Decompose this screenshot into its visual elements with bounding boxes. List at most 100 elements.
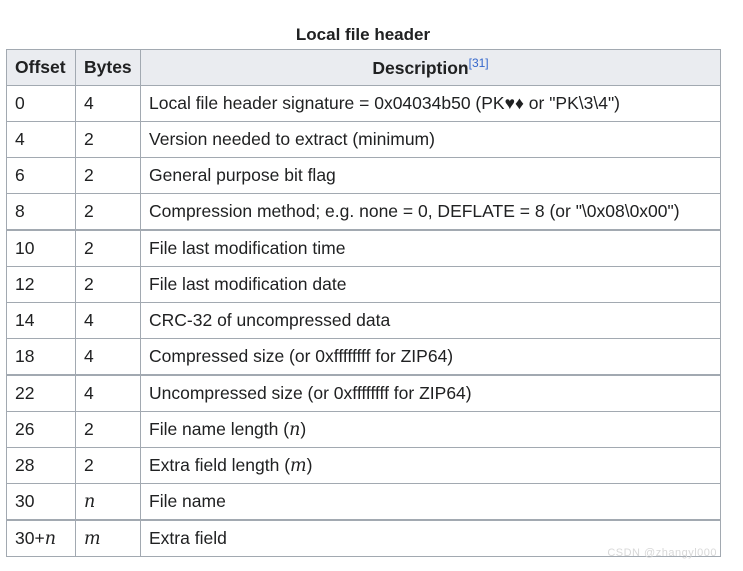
description-suffix: ) xyxy=(306,455,313,475)
offset-value: 12 xyxy=(15,274,35,294)
description-text: Compressed size (or 0xffffffff for ZIP64… xyxy=(149,346,454,366)
bytes-cell: 2 xyxy=(75,193,141,231)
table-row: 0 4 Local file header signature = 0x04034b… xyxy=(6,85,721,122)
bytes-cell: 2 xyxy=(75,447,141,484)
table-row: 26 2 File name length (n) xyxy=(6,411,721,448)
watermark: CSDN @zhangyl000 xyxy=(607,547,717,559)
offset-cell: 30+n xyxy=(6,519,76,557)
table-header-row: Offset Bytes Description[31] xyxy=(6,49,721,86)
description-cell: Extra field length (m) xyxy=(140,447,721,484)
offset-value: 10 xyxy=(15,238,35,258)
description-cell: File last modification date xyxy=(140,266,721,303)
table-row: 28 2 Extra field length (m) xyxy=(6,447,721,484)
description-text: Uncompressed size (or 0xffffffff for ZIP… xyxy=(149,383,472,403)
table-row: 4 2 Version needed to extract (minimum) xyxy=(6,121,721,158)
table-row: 12 2 File last modification date xyxy=(6,266,721,303)
bytes-value: 2 xyxy=(84,455,94,475)
bytes-cell: 2 xyxy=(75,266,141,303)
description-text: Compression method; e.g. none = 0, DEFLA… xyxy=(149,201,680,221)
description-cell: Local file header signature = 0x04034b50… xyxy=(140,85,721,122)
bytes-cell: m xyxy=(75,519,141,557)
bytes-value: 4 xyxy=(84,383,94,403)
bytes-cell: 4 xyxy=(75,338,141,376)
bytes-cell: n xyxy=(75,483,141,521)
description-cell: File last modification time xyxy=(140,229,721,267)
bytes-value: 4 xyxy=(84,346,94,366)
header-offset: Offset xyxy=(6,49,76,86)
math-variable: n xyxy=(84,492,96,512)
description-text: CRC-32 of uncompressed data xyxy=(149,310,391,330)
math-variable: n xyxy=(44,529,56,549)
offset-value: 30 xyxy=(15,491,35,511)
offset-value: 22 xyxy=(15,383,35,403)
description-text: Extra field length ( xyxy=(149,455,291,475)
math-variable: m xyxy=(290,456,307,476)
description-cell: Extra field xyxy=(140,519,721,557)
offset-value: 0 xyxy=(15,93,25,113)
description-text: General purpose bit flag xyxy=(149,165,336,185)
math-variable: m xyxy=(84,529,101,549)
description-text: File name xyxy=(149,491,226,511)
offset-value: 26 xyxy=(15,419,35,439)
offset-value: 14 xyxy=(15,310,35,330)
offset-cell: 0 xyxy=(6,85,76,122)
bytes-value: 2 xyxy=(84,129,94,149)
bytes-value: 2 xyxy=(84,201,94,221)
description-cell: General purpose bit flag xyxy=(140,157,721,194)
bytes-cell: 2 xyxy=(75,229,141,267)
offset-value: 30+ xyxy=(15,528,45,548)
offset-cell: 14 xyxy=(6,302,76,339)
description-cell: Version needed to extract (minimum) xyxy=(140,121,721,158)
description-cell: File name length (n) xyxy=(140,411,721,448)
reference-link[interactable]: [31] xyxy=(468,56,489,70)
table-row: 30+n m Extra field xyxy=(6,519,721,557)
bytes-cell: 2 xyxy=(75,157,141,194)
offset-cell: 18 xyxy=(6,338,76,376)
table-row: 18 4 Compressed size (or 0xffffffff for ZI… xyxy=(6,338,721,376)
description-suffix: ) xyxy=(300,419,307,439)
table-caption: Local file header xyxy=(295,25,431,44)
description-cell: CRC-32 of uncompressed data xyxy=(140,302,721,339)
offset-value: 6 xyxy=(15,165,25,185)
description-cell: Uncompressed size (or 0xffffffff for ZIP… xyxy=(140,374,721,412)
description-text: File name length ( xyxy=(149,419,290,439)
bytes-cell: 2 xyxy=(75,121,141,158)
offset-cell: 10 xyxy=(6,229,76,267)
header-bytes: Bytes xyxy=(75,49,141,86)
offset-cell: 22 xyxy=(6,374,76,412)
offset-cell: 12 xyxy=(6,266,76,303)
table-row: 22 4 Uncompressed size (or 0xffffffff for … xyxy=(6,374,721,412)
description-text: Extra field xyxy=(149,528,227,548)
offset-cell: 30 xyxy=(6,483,76,521)
table-row: 10 2 File last modification time xyxy=(6,229,721,267)
description-text: File last modification date xyxy=(149,274,347,294)
table-row: 6 2 General purpose bit flag xyxy=(6,157,721,194)
bytes-value: 4 xyxy=(84,310,94,330)
bytes-value: 2 xyxy=(84,238,94,258)
math-variable: n xyxy=(289,420,301,440)
bytes-value: 2 xyxy=(84,419,94,439)
offset-cell: 4 xyxy=(6,121,76,158)
header-description-label: Description xyxy=(372,58,469,78)
description-cell: File name xyxy=(140,483,721,521)
offset-cell: 26 xyxy=(6,411,76,448)
table-row: 30 n File name xyxy=(6,483,721,521)
offset-cell: 6 xyxy=(6,157,76,194)
offset-value: 4 xyxy=(15,129,25,149)
description-text: Version needed to extract (minimum) xyxy=(149,129,435,149)
bytes-cell: 4 xyxy=(75,85,141,122)
offset-cell: 8 xyxy=(6,193,76,231)
bytes-cell: 4 xyxy=(75,302,141,339)
bytes-value: 2 xyxy=(84,165,94,185)
description-text: Local file header signature = 0x04034b50… xyxy=(149,93,620,113)
bytes-cell: 4 xyxy=(75,374,141,412)
offset-value: 18 xyxy=(15,346,35,366)
offset-value: 28 xyxy=(15,455,35,475)
description-text: File last modification time xyxy=(149,238,346,258)
description-cell: Compressed size (or 0xffffffff for ZIP64… xyxy=(140,338,721,376)
header-description: Description[31] xyxy=(140,49,721,86)
bytes-cell: 2 xyxy=(75,411,141,448)
table-row: 14 4 CRC-32 of uncompressed data xyxy=(6,302,721,339)
offset-cell: 28 xyxy=(6,447,76,484)
